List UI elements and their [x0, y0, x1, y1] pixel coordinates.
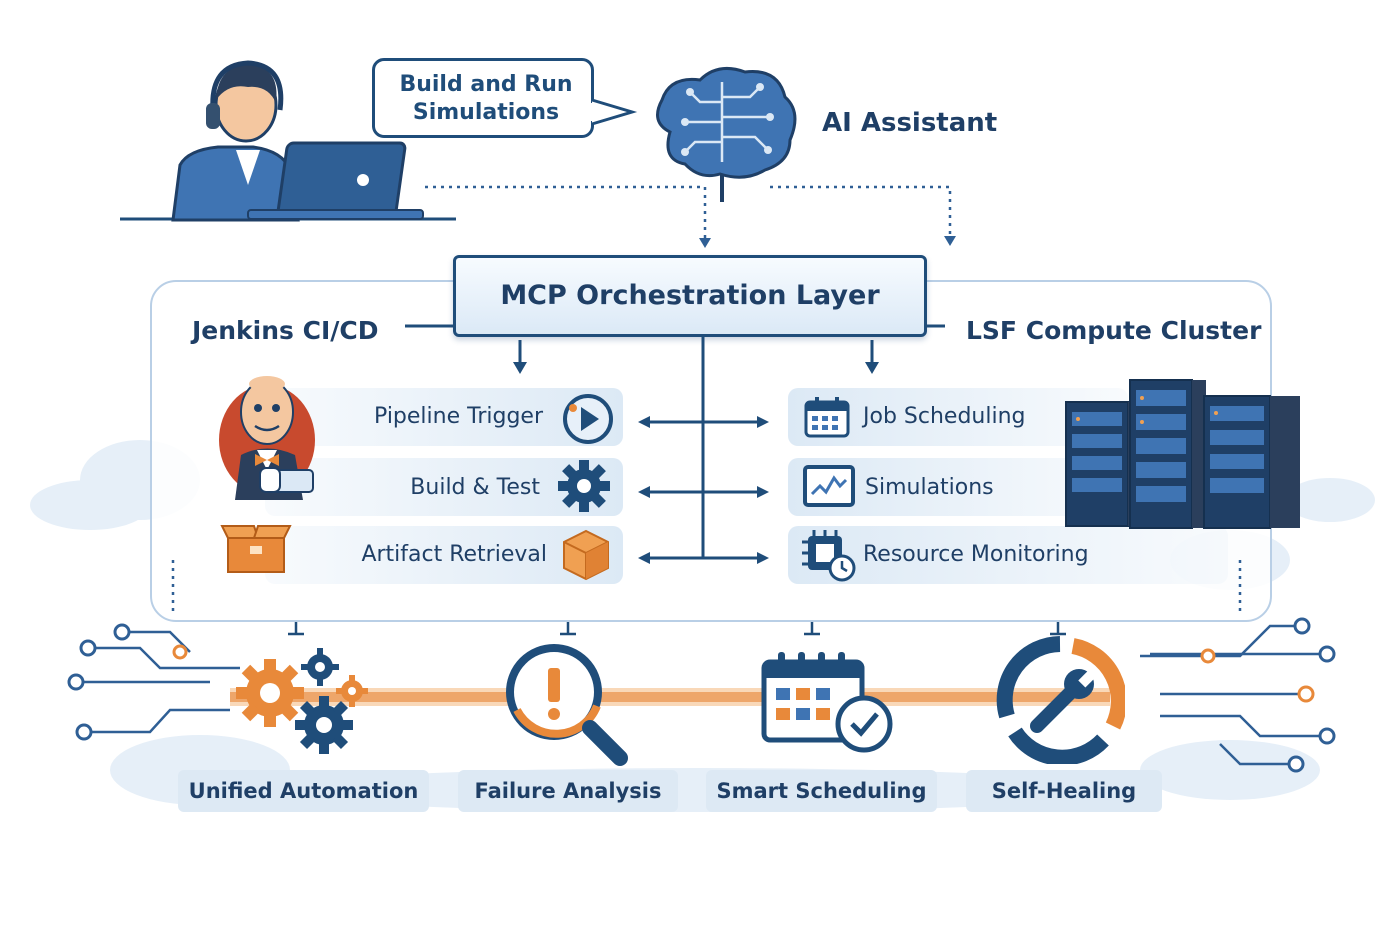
- job-scheduling-label: Job Scheduling: [863, 404, 1026, 429]
- lsf-title: LSF Compute Cluster: [966, 316, 1262, 345]
- gears-icon: [236, 648, 368, 754]
- play-icon: [563, 394, 613, 444]
- chip-clock-icon: [802, 530, 856, 582]
- user-laptop-icon: [120, 60, 456, 222]
- brain-icon: [656, 66, 797, 202]
- feature-unified-automation: Unified Automation: [178, 770, 429, 812]
- calendar-icon: [804, 397, 850, 438]
- bubble-line-1: Build and Run: [399, 72, 573, 97]
- feature-failure-analysis: Failure Analysis: [458, 770, 678, 812]
- feature-label: Unified Automation: [188, 779, 419, 803]
- feature-self-healing: Self-Healing: [966, 770, 1162, 812]
- mcp-orchestration-layer: MCP Orchestration Layer: [453, 255, 927, 337]
- server-rack-icon: [1065, 379, 1300, 529]
- wrench-cycle-icon: [996, 636, 1125, 764]
- bubble-tail: [590, 98, 638, 126]
- ai-assistant-label: AI Assistant: [822, 108, 998, 138]
- build-test-label: Build & Test: [410, 475, 540, 500]
- chart-monitor-icon: [803, 465, 855, 507]
- open-box-icon: [220, 525, 292, 573]
- mcp-title: MCP Orchestration Layer: [500, 280, 880, 311]
- pill-resource-monitoring: [788, 526, 1228, 584]
- artifact-retrieval-label: Artifact Retrieval: [361, 542, 547, 567]
- pipeline-trigger-label: Pipeline Trigger: [374, 404, 543, 429]
- bubble-line-2: Simulations: [412, 100, 560, 125]
- dotted-connectors: [425, 185, 956, 248]
- feature-label: Smart Scheduling: [716, 779, 927, 803]
- simulations-label: Simulations: [865, 475, 994, 500]
- feature-label: Self-Healing: [991, 779, 1137, 803]
- calendar-check-icon: [761, 652, 893, 753]
- magnifier-alert-icon: [506, 644, 628, 766]
- jenkins-title: Jenkins CI/CD: [192, 316, 379, 345]
- jenkins-butler-icon: [219, 376, 315, 500]
- box-icon: [563, 529, 609, 581]
- feature-label: Failure Analysis: [474, 779, 662, 803]
- speech-bubble: Build and Run Simulations: [372, 58, 594, 138]
- resource-monitoring-label: Resource Monitoring: [863, 542, 1089, 567]
- feature-smart-scheduling: Smart Scheduling: [706, 770, 937, 812]
- orchestration-connectors: [171, 324, 1242, 636]
- gear-icon: [558, 460, 610, 512]
- feature-band: [230, 688, 1110, 706]
